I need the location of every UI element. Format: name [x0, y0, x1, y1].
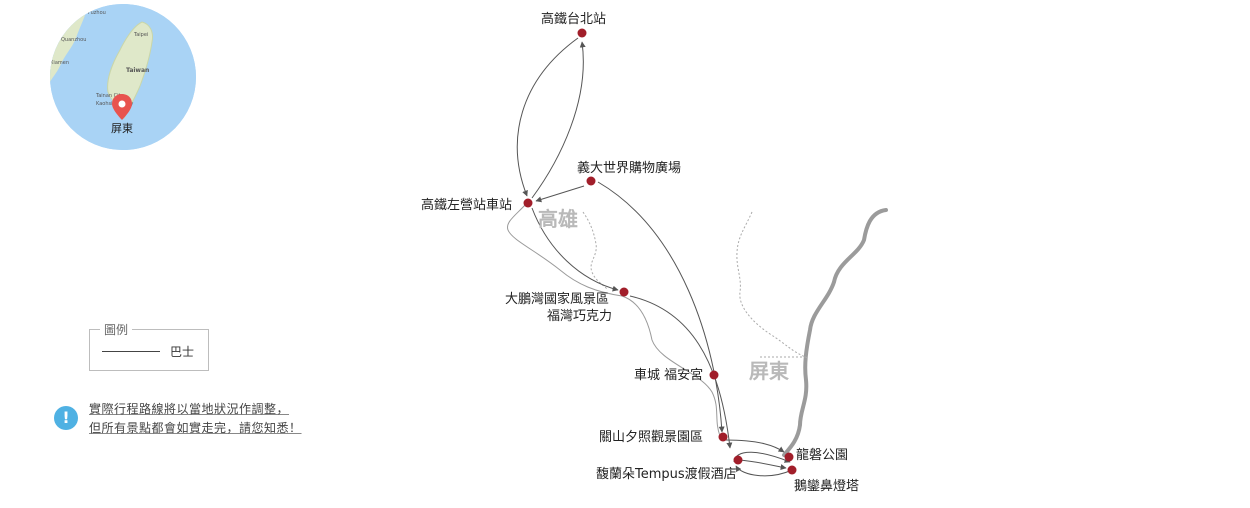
- route-segment: [739, 459, 787, 470]
- route-segment: [629, 295, 733, 449]
- stop-label-tempus[interactable]: 馥蘭朵Tempus渡假酒店: [596, 466, 737, 482]
- stop-markers: [523, 28, 797, 475]
- stop-label-guanshan[interactable]: 關山夕照觀景園區: [599, 430, 703, 445]
- inset-marker-label: 屏東: [111, 122, 133, 135]
- stop-label-checheng[interactable]: 車城 福安宮: [634, 367, 703, 383]
- location-pin-icon: [112, 94, 132, 120]
- stop-label-longpan[interactable]: 龍磐公園: [796, 447, 848, 463]
- stop-marker-longpan[interactable]: [784, 452, 794, 462]
- route-segment: [531, 207, 619, 292]
- taiwan-island: [107, 21, 153, 120]
- route-segment: [535, 185, 585, 203]
- stop-marker-dapeng[interactable]: [619, 287, 629, 297]
- inset-locator-map: Fuzhou Taipei Quanzhou Xiamen Taiwan Tai…: [50, 4, 196, 150]
- legend: 圖例 巴士: [89, 321, 209, 371]
- stop-marker-zuoying-hsr[interactable]: [523, 198, 533, 208]
- route-segment: [735, 465, 793, 477]
- stop-marker-eluanbi[interactable]: [787, 465, 797, 475]
- stop-marker-taipei-hsr[interactable]: [577, 28, 587, 38]
- inset-city-tainan: Tainan City: [95, 93, 124, 99]
- exclamation-icon: !: [54, 406, 78, 430]
- legend-bus-label: 巴士: [170, 345, 195, 359]
- stop-label-zuoying-hsr[interactable]: 高鐵左營站車站: [421, 197, 512, 213]
- route-segment: [597, 181, 725, 433]
- inset-city-xiamen: Xiamen: [50, 60, 69, 66]
- inset-city-fuzhou: Fuzhou: [88, 10, 106, 16]
- inset-city-taipei: Taipei: [133, 32, 148, 38]
- coastal-road: [507, 203, 721, 437]
- notice-line-1: 實際行程路線將以當地狀況作調整，: [89, 402, 290, 416]
- route-notice: ! 實際行程路線將以當地狀況作調整， 但所有景點都會如實走完，請您知悉！: [54, 400, 354, 440]
- legend-title: 圖例: [100, 321, 133, 338]
- stop-label-dapeng[interactable]: 大鵬灣國家風景區: [505, 291, 609, 307]
- county-boundary-kaohsiung: [582, 211, 609, 291]
- stop-label-taipei-hsr[interactable]: 高鐵台北站: [541, 11, 606, 27]
- stop-marker-eda[interactable]: [586, 176, 596, 186]
- route-segment: [531, 41, 586, 199]
- region-label-pingtung: 屏東: [749, 359, 789, 383]
- legend-bus-line: [102, 351, 160, 352]
- route-segment: [516, 37, 579, 197]
- stop-marker-checheng[interactable]: [709, 370, 719, 380]
- inset-city-quanzhou: Quanzhou: [61, 37, 86, 43]
- route-segment: [725, 439, 785, 453]
- county-boundary-pingtung: [736, 211, 809, 359]
- notice-line-2: 但所有景點都會如實走完，請您知悉！: [89, 421, 302, 435]
- inset-city-taiwan: Taiwan: [126, 67, 149, 74]
- region-label-kaohsiung: 高雄: [538, 207, 578, 231]
- stop-label-chocolate[interactable]: 福灣巧克力: [547, 309, 612, 324]
- coastline-thick: [782, 208, 888, 457]
- stop-marker-guanshan[interactable]: [718, 432, 728, 442]
- bus-route: [516, 37, 793, 477]
- stop-marker-tempus[interactable]: [733, 455, 743, 465]
- stop-label-eda[interactable]: 義大世界購物廣場: [577, 160, 681, 176]
- stop-label-eluanbi[interactable]: 鵝鑾鼻燈塔: [794, 478, 859, 494]
